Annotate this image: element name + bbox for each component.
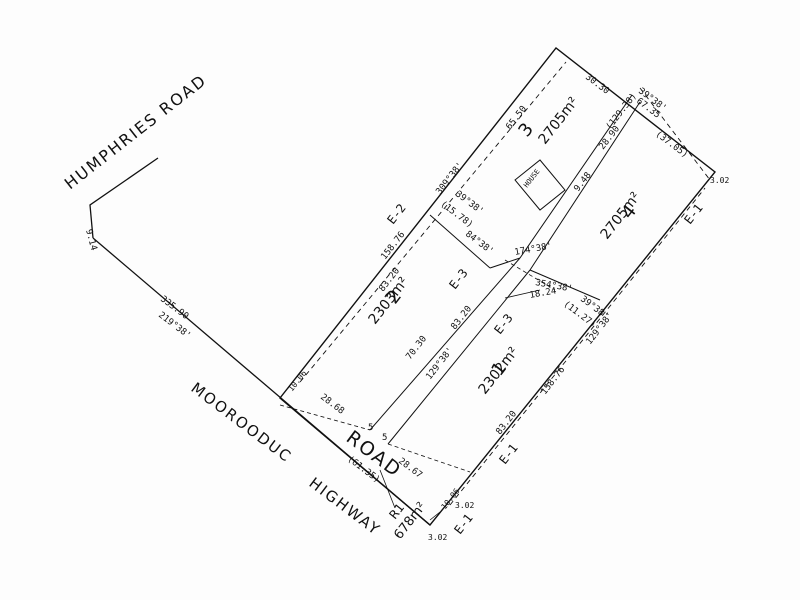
dim-158-76-nw: 158.76	[379, 230, 407, 262]
dim-83-20-drive: 83.20	[449, 304, 474, 332]
dim-158-76-se: 158.76	[539, 365, 567, 397]
dim-3-02-top: 3.02	[710, 176, 729, 185]
highway-label: HIGHWAY	[306, 474, 385, 539]
easement-e1-line	[449, 187, 706, 506]
r1-line	[279, 404, 371, 431]
easement-e2-line	[299, 61, 567, 383]
easement-e2-label: E-2	[384, 201, 408, 227]
easement-e3-label-b: E-3	[491, 311, 515, 337]
lot-1-area: 2302m²	[476, 344, 522, 397]
lot-line-b	[387, 269, 531, 445]
dim-129-38-drive: 129°38'	[424, 346, 455, 382]
lot-line-h	[504, 289, 541, 299]
house-label: HOUSE	[522, 168, 541, 190]
easement-e1-label-mid: E-1	[496, 441, 520, 467]
easement-e3-label-a: E-3	[446, 266, 470, 292]
dim-70-30: 70.30	[404, 334, 429, 362]
dim-3-02-bottom-a: 3.02	[455, 501, 474, 510]
lot-line-f	[489, 257, 521, 269]
leader-e1	[429, 511, 441, 521]
dim-18-24-a: 18.24	[529, 286, 557, 301]
dim-9-48: 9.48	[572, 171, 593, 194]
dim-37-05: (37.05)	[653, 129, 689, 160]
dim-83-20-se: 83.20	[494, 409, 519, 437]
dim-9-14: 9.14	[83, 228, 98, 252]
easement-e1-label-top: E-1	[681, 201, 705, 227]
mooroodur-label: MOOROODUC	[188, 379, 296, 467]
humphries-road-label: HUMPHRIES ROAD	[61, 70, 211, 193]
parcel-boundary	[279, 47, 716, 526]
lot-3-area: 2705m²	[536, 94, 582, 147]
dim-10-06: 10.06	[286, 369, 308, 394]
easement-e1-label-bottom: E-1	[451, 511, 475, 537]
lot-line-g	[529, 269, 601, 301]
house-outline	[514, 159, 566, 211]
lot-line-c	[519, 94, 633, 259]
lot-line-a	[369, 257, 521, 431]
dim-28-68: 28.68	[318, 392, 346, 416]
dim-174-38: 174°38'	[514, 242, 553, 258]
easement-e1-end	[639, 87, 711, 181]
dim-5-b: 5	[382, 433, 387, 443]
dim-3-02-bottom-b: 3.02	[428, 533, 447, 542]
leader-r1	[379, 469, 396, 509]
lot-line-e	[429, 214, 491, 269]
lot-line-d	[529, 101, 641, 271]
dim-30-30: 30.30	[583, 72, 611, 96]
easement-e3-line	[504, 259, 556, 291]
dim-5-a: 5	[368, 423, 373, 433]
dim-84-38-a: 84°38'	[463, 229, 495, 257]
r1-line-2	[387, 443, 471, 473]
humphries-road-boundary	[89, 157, 159, 239]
